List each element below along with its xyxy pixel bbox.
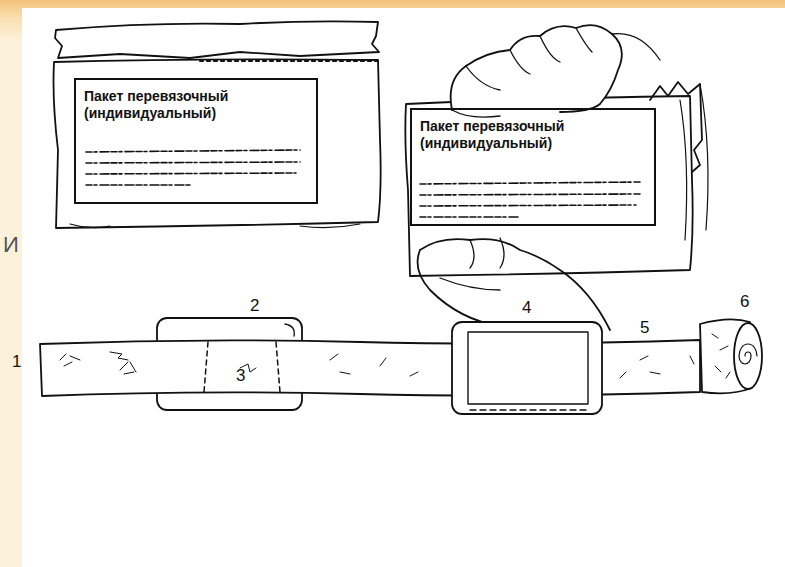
pad-position-line bbox=[204, 342, 280, 392]
fine-print bbox=[420, 182, 640, 217]
callout-number: 6 bbox=[740, 292, 749, 312]
pad-corner bbox=[285, 324, 294, 336]
callout-number: 4 bbox=[522, 298, 531, 318]
callout-number: 1 bbox=[12, 352, 21, 372]
callout-number: 3 bbox=[236, 366, 245, 386]
hand bbox=[451, 25, 622, 112]
packet-label-box: Пакет перевязочный (индивидуальный) bbox=[410, 108, 656, 226]
bandage-roll bbox=[734, 323, 762, 389]
callout-number: 2 bbox=[250, 296, 259, 316]
packet-envelope bbox=[54, 59, 381, 228]
torn-flap bbox=[650, 82, 702, 172]
pad-seam bbox=[470, 409, 590, 410]
fine-print bbox=[86, 150, 300, 185]
torn-strip bbox=[55, 21, 379, 58]
packet-label-box: Пакет перевязочный (индивидуальный) bbox=[74, 78, 318, 204]
packet-label-text: Пакет перевязочный (индивидуальный) bbox=[84, 88, 254, 122]
hand bbox=[452, 34, 660, 118]
packet-envelope bbox=[405, 96, 692, 276]
fixed-pad bbox=[452, 322, 602, 414]
roll-spiral bbox=[739, 344, 757, 364]
hand bbox=[466, 28, 592, 90]
hand bbox=[440, 238, 504, 290]
packet-label-text: Пакет перевязочный (индивидуальный) bbox=[420, 118, 590, 152]
pad-inner bbox=[468, 332, 588, 404]
picture-background bbox=[22, 8, 785, 567]
callout-number: 5 bbox=[640, 318, 649, 338]
torn-flap bbox=[680, 84, 708, 240]
tear-line bbox=[200, 60, 378, 62]
slide-text: И bbox=[3, 232, 19, 258]
envelope-edge bbox=[70, 224, 360, 228]
gauze-texture bbox=[712, 334, 730, 378]
